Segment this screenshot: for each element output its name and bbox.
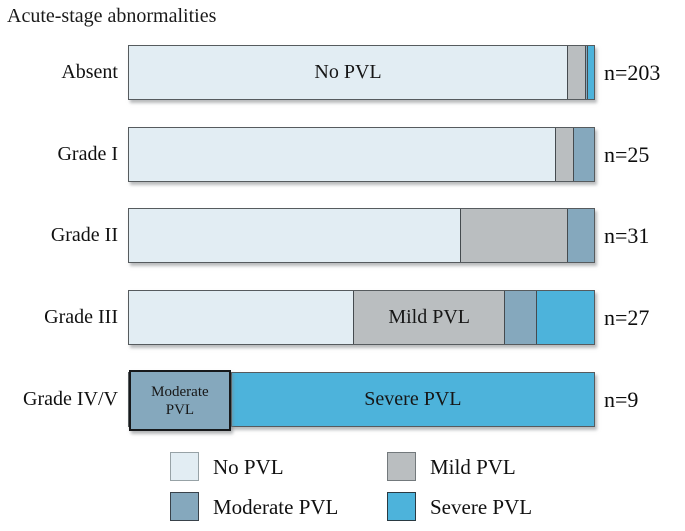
- stacked-bar-absent: No PVL: [128, 45, 595, 100]
- segment-label-no-pvl: No PVL: [314, 61, 382, 83]
- bar-segment-no-pvl: [129, 209, 461, 262]
- bar-segment-severe-pvl: [536, 291, 594, 344]
- stacked-bar-grade-i: [128, 127, 595, 182]
- n-label-grade-iii: n=27: [604, 305, 650, 330]
- bar-segment-no-pvl: No PVL: [129, 46, 568, 99]
- stacked-bar-grade-iv-v: Moderate PVL Severe PVL: [128, 370, 595, 431]
- row-label-grade-iv-v: Grade IV/V: [23, 388, 118, 410]
- segment-label-mild-pvl: Mild PVL: [388, 306, 471, 328]
- bar-segment-mild-pvl: [567, 46, 585, 99]
- bar-segment-moderate-pvl: [573, 128, 594, 181]
- legend-label-no-pvl: No PVL: [213, 455, 284, 479]
- n-label-grade-iv-v: n=9: [604, 387, 639, 412]
- bar-segment-no-pvl: [129, 128, 555, 181]
- segment-label-severe-pvl: Severe PVL: [364, 388, 462, 410]
- bar-segment-severe-pvl: [586, 46, 594, 99]
- legend-swatch-moderate-pvl: [170, 492, 199, 521]
- n-label-grade-ii: n=31: [604, 223, 650, 248]
- row-label-grade-iii: Grade III: [44, 306, 118, 328]
- stacked-bar-grade-ii: [128, 208, 595, 263]
- bar-segment-moderate-pvl: [504, 291, 537, 344]
- row-label-grade-ii: Grade II: [50, 224, 118, 246]
- bar-segment-no-pvl: [129, 291, 354, 344]
- chart-title: Acute-stage abnormalities: [7, 5, 217, 27]
- bar-segment-severe-pvl: Severe PVL: [230, 373, 594, 426]
- bar-segment-mild-pvl: Mild PVL: [353, 291, 505, 344]
- bar-segment-moderate-pvl: [567, 209, 594, 262]
- segment-label-moderate-pvl: Moderate PVL: [151, 383, 209, 418]
- bar-segment-moderate-pvl: [584, 46, 587, 99]
- legend-label-mild-pvl: Mild PVL: [430, 455, 516, 479]
- legend-swatch-mild-pvl: [387, 452, 416, 481]
- bar-segment-mild-pvl: [554, 128, 574, 181]
- n-label-grade-i: n=25: [604, 142, 650, 167]
- legend-swatch-no-pvl: [170, 452, 199, 481]
- stacked-bar-grade-iii: Mild PVL: [128, 290, 595, 345]
- row-label-absent: Absent: [61, 61, 118, 83]
- row-label-grade-i: Grade I: [57, 143, 118, 165]
- legend-label-severe-pvl: Severe PVL: [430, 495, 533, 519]
- bar-segment-moderate-pvl: Moderate PVL: [129, 370, 231, 431]
- legend-label-moderate-pvl: Moderate PVL: [213, 495, 339, 519]
- bar-segment-mild-pvl: [460, 209, 568, 262]
- legend-swatch-severe-pvl: [387, 492, 416, 521]
- n-label-absent: n=203: [604, 60, 661, 85]
